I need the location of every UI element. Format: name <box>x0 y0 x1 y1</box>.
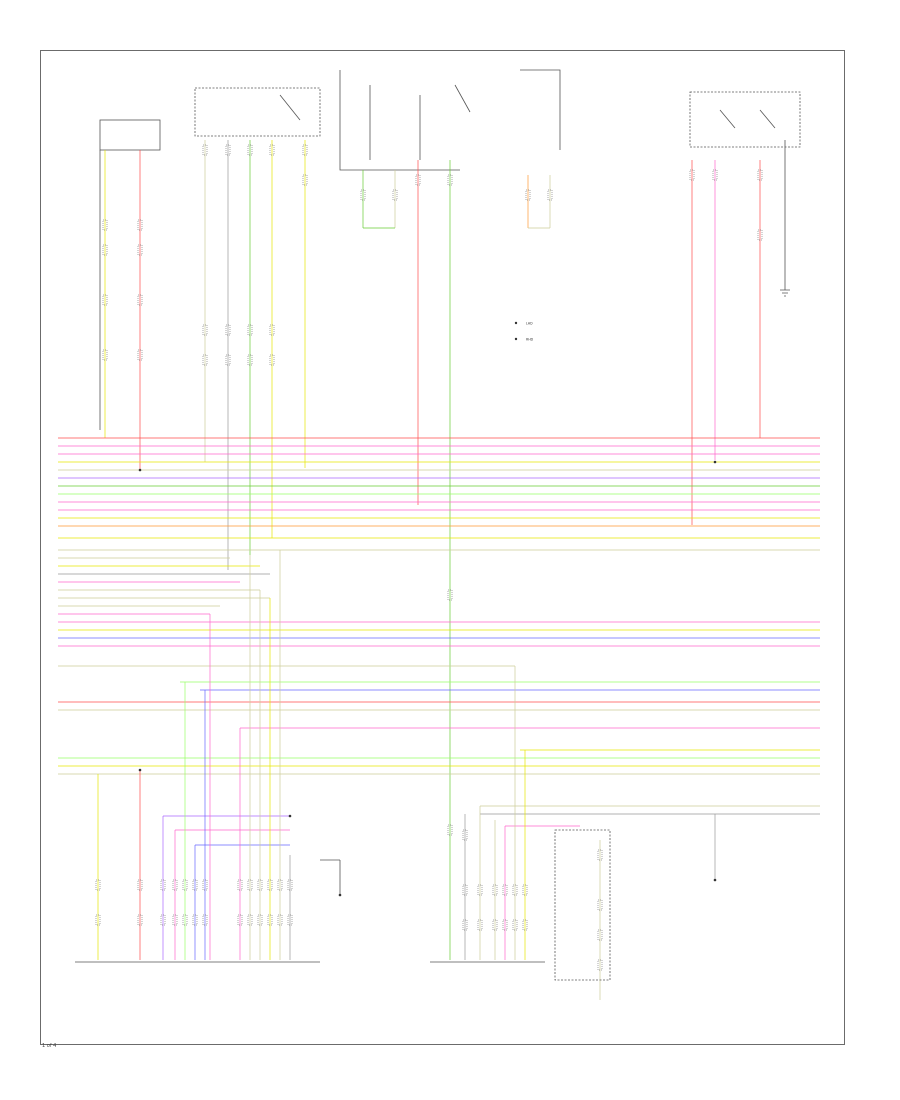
connector-marker <box>492 884 498 896</box>
component-bottom-left <box>75 859 341 963</box>
legend-marker <box>514 337 518 341</box>
connector-marker <box>512 884 518 896</box>
connector-marker <box>712 169 718 181</box>
component-connector-block <box>194 87 321 137</box>
connector-marker <box>360 189 366 201</box>
connector-marker <box>597 849 603 861</box>
connector-marker <box>225 354 231 366</box>
page-code: 1 of 4 <box>42 1043 57 1049</box>
connector-marker <box>269 144 275 156</box>
connector-marker <box>462 829 468 841</box>
connector-marker <box>137 244 143 256</box>
connector-marker <box>502 919 508 931</box>
connector-marker <box>447 824 453 836</box>
connector-marker <box>225 324 231 336</box>
connector-marker <box>192 914 198 926</box>
connector-marker <box>525 189 531 201</box>
connector-marker <box>137 349 143 361</box>
connector-marker <box>277 879 283 891</box>
connector-marker <box>225 144 231 156</box>
legend-item-rhd: RHD <box>526 338 534 342</box>
bus-group-upper <box>58 437 820 539</box>
connector-marker <box>522 919 528 931</box>
connector-marker <box>415 174 421 186</box>
connector-marker <box>182 914 188 926</box>
connector-marker <box>597 899 603 911</box>
connector-marker <box>597 959 603 971</box>
connector-marker <box>172 879 178 891</box>
connector-marker <box>202 324 208 336</box>
connector-marker <box>447 174 453 186</box>
component-top-right <box>689 91 801 297</box>
connector-marker <box>202 914 208 926</box>
connector-marker <box>302 144 308 156</box>
bus-group-lower <box>58 681 820 815</box>
splice-dots <box>138 460 717 897</box>
connector-marker <box>202 879 208 891</box>
connector-marker <box>477 884 483 896</box>
connector-marker <box>95 879 101 891</box>
connector-marker <box>102 244 108 256</box>
connector-marker <box>269 354 275 366</box>
legend-item-lhd: LHD <box>526 322 533 326</box>
vertical-wires-bottom <box>97 550 716 1000</box>
connector-marker <box>757 169 763 181</box>
connector-marker <box>522 884 528 896</box>
connector-marker <box>137 879 143 891</box>
connector-marker <box>95 914 101 926</box>
connector-marker <box>137 914 143 926</box>
connector-marker <box>102 294 108 306</box>
connector-marker <box>267 914 273 926</box>
connector-marker <box>477 919 483 931</box>
connector-marker <box>182 879 188 891</box>
connector-marker <box>689 169 695 181</box>
connector-marker <box>192 879 198 891</box>
connector-marker <box>247 144 253 156</box>
connector-marker <box>160 914 166 926</box>
connector-marker <box>462 919 468 931</box>
connector-marker <box>492 919 498 931</box>
connector-marker <box>502 884 508 896</box>
connector-marker <box>247 914 253 926</box>
connector-marker <box>257 914 263 926</box>
legend-marker <box>514 321 518 325</box>
component-bottom-right-module <box>554 829 611 981</box>
connector-marker <box>267 879 273 891</box>
connector-marker <box>287 914 293 926</box>
legend: LHD RHD <box>514 321 534 342</box>
connector-marker <box>247 324 253 336</box>
connector-marker <box>137 294 143 306</box>
connector-marker <box>237 879 243 891</box>
bus-group-middle <box>58 549 820 667</box>
connector-markers <box>95 144 763 971</box>
connector-marker <box>302 174 308 186</box>
connector-marker <box>757 229 763 241</box>
component-top-left <box>99 119 161 430</box>
connector-marker <box>160 879 166 891</box>
connector-marker <box>447 589 453 601</box>
connector-marker <box>102 349 108 361</box>
connector-marker <box>102 219 108 231</box>
component-relay-top-center <box>339 69 561 171</box>
connector-marker <box>247 879 253 891</box>
connector-marker <box>462 884 468 896</box>
connector-marker <box>257 879 263 891</box>
connector-marker <box>597 929 603 941</box>
connector-marker <box>287 879 293 891</box>
connector-marker <box>392 189 398 201</box>
connector-marker <box>202 144 208 156</box>
connector-marker <box>269 324 275 336</box>
connector-marker <box>247 354 253 366</box>
diagram-frame <box>40 50 845 1045</box>
connector-marker <box>172 914 178 926</box>
connector-marker <box>237 914 243 926</box>
connector-marker <box>277 914 283 926</box>
connector-marker <box>202 354 208 366</box>
connector-marker <box>547 189 553 201</box>
connector-marker <box>512 919 518 931</box>
connector-marker <box>137 219 143 231</box>
